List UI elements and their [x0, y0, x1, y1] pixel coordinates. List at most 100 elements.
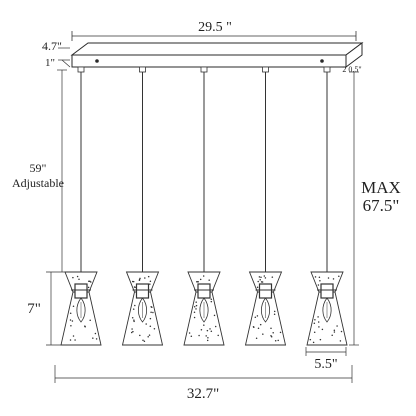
- glass-dot: [188, 332, 191, 334]
- canopy-length-dimension: [71, 31, 357, 41]
- glass-dot: [149, 325, 152, 328]
- glass-dot: [254, 316, 257, 318]
- glass-dot: [273, 313, 276, 315]
- rod-length-value: 59": [30, 161, 47, 175]
- glass-dot: [190, 335, 193, 338]
- glass-dot: [150, 311, 152, 313]
- pendant: [306, 66, 348, 346]
- seeded-glass-dots: [188, 275, 219, 342]
- glass-dot: [130, 331, 133, 334]
- glass-dot: [78, 278, 80, 280]
- glass-dot: [314, 276, 317, 278]
- socket: [74, 283, 88, 299]
- glass-dot: [196, 281, 198, 283]
- glass-dot: [253, 326, 255, 329]
- max-height-dimension: [349, 71, 359, 346]
- glass-dot: [144, 277, 146, 279]
- glass-dot: [213, 314, 216, 317]
- glass-dot: [69, 339, 72, 341]
- glass-dot: [263, 275, 266, 277]
- glass-dot: [131, 317, 134, 319]
- glass-dot: [259, 323, 262, 326]
- glass-dot: [149, 317, 152, 320]
- glass-dot: [203, 324, 205, 326]
- glass-dot: [210, 298, 213, 300]
- glass-dot: [272, 332, 274, 334]
- glass-dot: [199, 278, 202, 281]
- glass-dot: [317, 316, 319, 318]
- glass-dot: [217, 334, 219, 337]
- canopy: [70, 42, 364, 68]
- glass-dot: [131, 328, 133, 330]
- glass-dot: [132, 330, 134, 333]
- glass-dot: [195, 301, 197, 303]
- glass-dot: [207, 336, 209, 339]
- glass-dot: [147, 335, 149, 338]
- rod-mount: [200, 66, 208, 73]
- glass-dot: [72, 335, 75, 337]
- canopy-side-dimensions: [58, 47, 71, 68]
- glass-dot: [317, 284, 320, 286]
- glass-dot: [205, 335, 207, 337]
- glass-dot: [340, 330, 343, 333]
- glass-dot: [132, 308, 135, 310]
- seeded-glass-dots: [309, 275, 343, 344]
- glass-dot: [206, 339, 209, 342]
- glass-dot: [74, 339, 76, 341]
- glass-dot: [256, 286, 259, 288]
- glass-dot: [257, 327, 260, 330]
- canopy-depth-label: 4.7": [42, 39, 62, 53]
- glass-dot: [273, 310, 276, 313]
- glass-dot: [198, 334, 200, 337]
- glass-dot: [274, 339, 277, 342]
- glass-dot: [133, 320, 135, 323]
- glass-dot: [142, 339, 144, 342]
- glass-dot: [261, 281, 264, 283]
- glass-dot: [76, 275, 79, 278]
- glass-dot: [197, 281, 199, 283]
- pendant: [121, 66, 164, 346]
- glass-dot: [313, 331, 316, 334]
- canopy-offset-label: 2 0.5": [342, 65, 361, 74]
- glass-dot: [87, 286, 90, 289]
- glass-dot: [195, 308, 197, 310]
- glass-dot: [318, 276, 321, 278]
- glass-dot: [193, 316, 196, 319]
- glass-dot: [333, 331, 336, 333]
- glass-dot: [319, 279, 321, 282]
- pendant: [60, 66, 102, 346]
- glass-dot: [264, 277, 267, 279]
- socket: [135, 283, 150, 299]
- glass-dot: [132, 280, 135, 283]
- glass-dot: [72, 276, 74, 279]
- glass-dot: [336, 325, 338, 327]
- glass-dot: [327, 277, 330, 279]
- glass-dot: [139, 334, 141, 337]
- glass-dot: [260, 276, 262, 279]
- glass-dot: [339, 340, 342, 342]
- glass-dot: [92, 337, 94, 339]
- glass-dot: [208, 279, 210, 281]
- glass-dot: [145, 323, 147, 325]
- glass-dot: [332, 278, 335, 280]
- glass-dot: [214, 325, 217, 328]
- glass-dot: [71, 320, 74, 322]
- glass-dot: [313, 322, 316, 324]
- glass-dot: [195, 304, 198, 307]
- glass-dot: [270, 335, 273, 338]
- glass-dot: [331, 334, 333, 336]
- glass-dot: [257, 280, 259, 283]
- shade-width-label: 5.5": [314, 357, 337, 372]
- glass-dot: [193, 311, 196, 313]
- rod-mount: [323, 66, 331, 73]
- rod-length-note: Adjustable: [12, 176, 64, 190]
- glass-dot: [262, 333, 264, 335]
- glass-dot: [149, 280, 152, 282]
- glass-dot: [259, 279, 261, 281]
- glass-dot: [277, 339, 279, 342]
- glass-dot: [133, 286, 136, 288]
- glass-dot: [139, 277, 141, 280]
- canopy-length-label: 29.5 ": [198, 20, 232, 35]
- seeded-glass-dots: [69, 275, 98, 341]
